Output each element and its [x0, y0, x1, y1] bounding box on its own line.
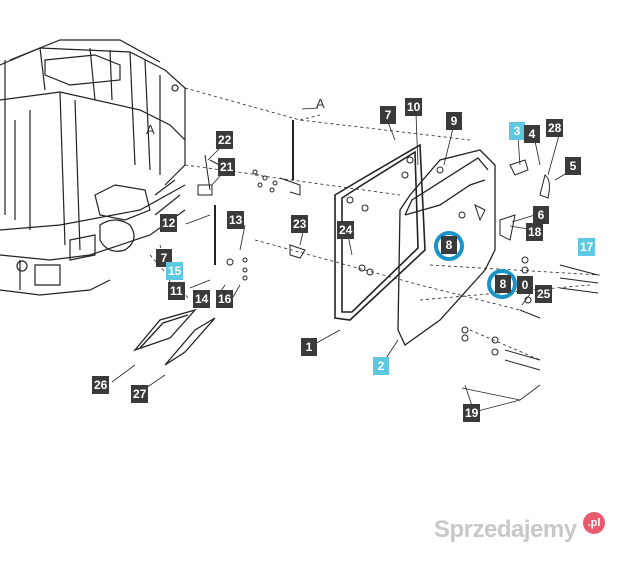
- hardware-fasteners: [197, 154, 599, 371]
- callout-label: 4: [524, 125, 540, 143]
- callout-label: 3: [509, 122, 525, 140]
- glass-door-panel: [397, 149, 496, 346]
- watermark-logo: Sprzedajemy: [434, 516, 577, 543]
- watermark-badge: .pl: [583, 512, 605, 534]
- callout-label: 11: [168, 282, 185, 300]
- callout-label: 8: [441, 236, 457, 254]
- callout-label: 28: [546, 119, 564, 137]
- callout-label: 5: [565, 157, 581, 175]
- section-mark-a-left: A: [146, 122, 155, 137]
- seal-strips: [133, 308, 216, 366]
- section-mark-a-top: A: [316, 96, 325, 111]
- callout-label: 19: [463, 404, 481, 422]
- callout-label: 23: [291, 215, 309, 233]
- callout-label: 24: [337, 221, 355, 239]
- callout-label: 6: [533, 206, 549, 224]
- callout-label: 0: [517, 276, 533, 294]
- callout-label: 12: [160, 214, 178, 232]
- callout-label: 9: [446, 112, 462, 130]
- highlight-ring: [434, 231, 464, 261]
- callout-label: 17: [578, 238, 596, 256]
- callout-label: 18: [526, 223, 544, 241]
- callout-label: 14: [193, 290, 211, 308]
- callout-label: 2: [373, 357, 389, 375]
- callout-label: 1: [301, 338, 317, 356]
- callout-label: 16: [216, 290, 234, 308]
- callout-label: 10: [405, 98, 423, 116]
- leader-lines: [111, 107, 568, 413]
- door-seal-frame: [334, 143, 426, 321]
- callout-label: 27: [131, 385, 149, 403]
- callout-label: 13: [227, 211, 245, 229]
- callout-label: 22: [216, 131, 234, 149]
- callout-label: 21: [218, 158, 236, 176]
- callout-label: 26: [92, 376, 110, 394]
- callout-label: 15: [166, 262, 184, 280]
- callout-label: 25: [535, 285, 553, 303]
- callout-label: 8: [495, 275, 511, 293]
- gas-struts: [214, 120, 294, 265]
- highlight-ring: [487, 269, 517, 299]
- callout-label: 7: [380, 106, 396, 124]
